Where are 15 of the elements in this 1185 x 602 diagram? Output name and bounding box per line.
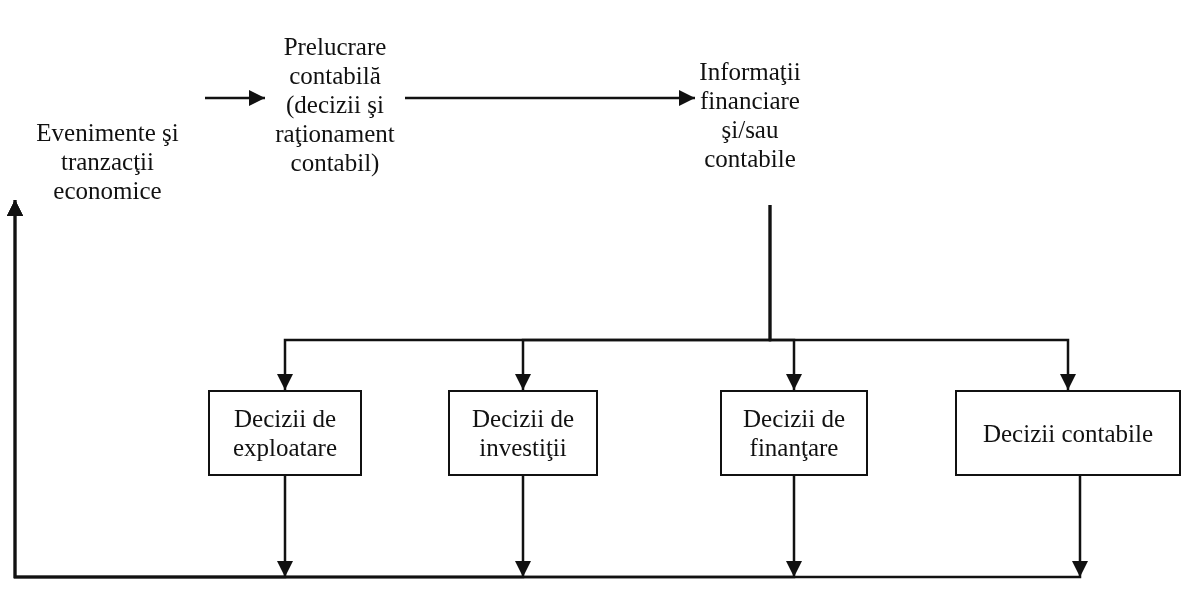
node-label: Decizii de exploatare bbox=[231, 404, 339, 462]
decision-box bbox=[208, 390, 362, 476]
decision-box bbox=[955, 390, 1181, 476]
arrow bbox=[405, 90, 695, 106]
node-label: Prelucrare contabilă (decizii şi raţionament contabil) bbox=[274, 31, 396, 177]
decision-box bbox=[448, 390, 598, 476]
node-label: Informaţii financiare şi/sau contabile bbox=[698, 57, 802, 173]
node-label: Decizii de finanţare bbox=[742, 404, 846, 462]
arrow bbox=[768, 205, 1076, 390]
arrow bbox=[205, 90, 265, 106]
decision-box bbox=[720, 390, 868, 476]
node-label: Decizii de investiţii bbox=[471, 404, 575, 462]
node-label: Decizii contabile bbox=[982, 418, 1154, 448]
arrow bbox=[7, 200, 1088, 579]
node-label: Evenimente şi tranzacţii economice bbox=[35, 118, 180, 205]
